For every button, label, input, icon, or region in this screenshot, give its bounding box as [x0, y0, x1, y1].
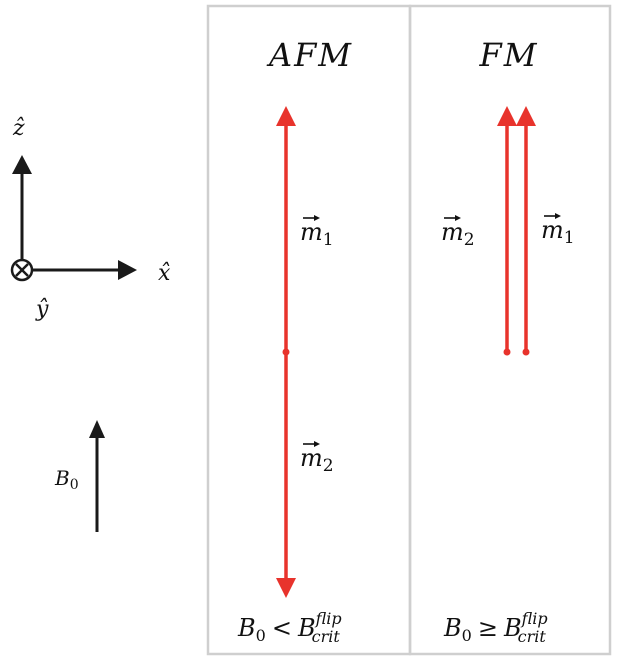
field-label: B0 — [54, 466, 79, 493]
field-b0-indicator: B0 — [54, 420, 105, 532]
svg-text:m1: m1 — [300, 218, 334, 250]
moment-m2-arrowhead — [497, 106, 517, 126]
fm-m1-label: m1 — [541, 213, 575, 248]
coordinate-axes: ẑ x̂ ŷ — [10, 116, 171, 322]
moment-origin-dot — [282, 348, 290, 356]
vector-bar-head — [555, 213, 561, 219]
svg-text:m2: m2 — [300, 444, 334, 476]
moment-m2-base-dot — [503, 348, 511, 356]
vector-bar-head — [314, 441, 320, 447]
z-axis-arrowhead — [12, 155, 32, 174]
vector-bar-head — [455, 215, 461, 221]
afm-m2-label: m2 — [300, 441, 334, 476]
panel-fm-title: FM — [479, 36, 539, 74]
panel-fm-frame — [408, 4, 612, 656]
moment-m1-arrowhead — [516, 106, 536, 126]
x-axis-label: x̂ — [158, 261, 171, 286]
y-axis-label: ŷ — [35, 297, 49, 322]
field-arrow-head — [89, 420, 105, 438]
svg-text:m2: m2 — [441, 218, 475, 250]
moment-m1-base-dot — [522, 348, 530, 356]
x-axis-arrowhead — [118, 260, 137, 280]
fm-m2-label: m2 — [441, 215, 475, 250]
vector-bar-head — [314, 215, 320, 221]
moment-m2-arrowhead — [276, 578, 296, 598]
y-axis-cross-b — [15, 263, 29, 277]
afm-m1-label: m1 — [300, 215, 334, 250]
panel-afm-frame — [206, 4, 412, 656]
panel-afm-title: AFM — [266, 36, 353, 74]
z-axis-label: ẑ — [12, 116, 25, 141]
moment-m1-arrowhead — [276, 106, 296, 126]
svg-text:m1: m1 — [541, 216, 575, 248]
